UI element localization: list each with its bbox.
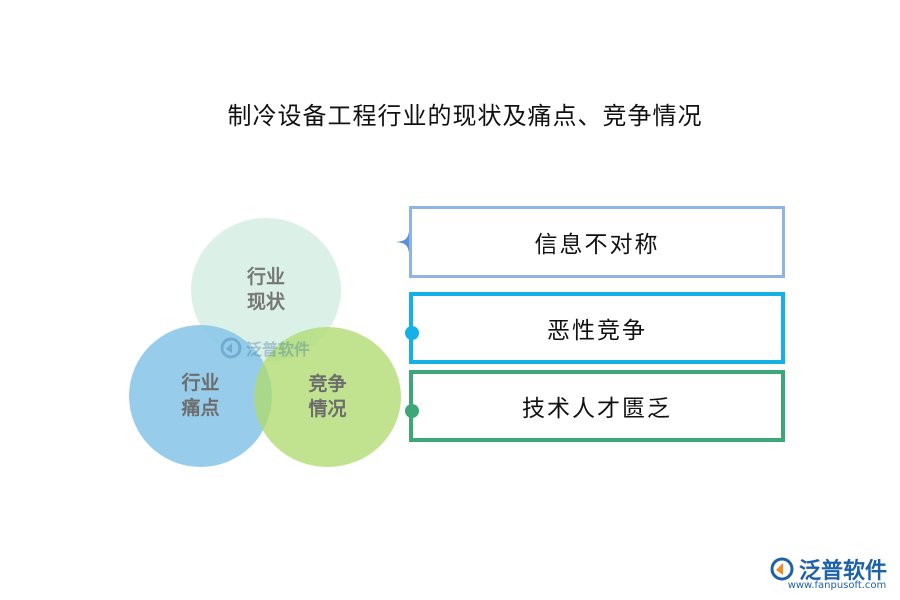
- brand-url: www.fanpusoft.com: [787, 580, 887, 591]
- circle-industry-status-label: 行业 现状: [246, 266, 285, 313]
- dot-marker-green: [405, 404, 419, 418]
- circle-industry-pain-points: 行业 痛点: [129, 325, 272, 467]
- box-vicious-competition: 恶性竞争: [409, 292, 785, 364]
- box-information-asymmetry-label: 信息不对称: [534, 232, 660, 258]
- watermark-logo-icon: [220, 337, 242, 359]
- circle-competition-label: 竞争 情况: [308, 373, 347, 420]
- page-title: 制冷设备工程行业的现状及痛点、竞争情况: [227, 102, 703, 130]
- box-talent-shortage: 技术人才匮乏: [409, 370, 785, 442]
- box-vicious-competition-label: 恶性竞争: [547, 318, 647, 344]
- brand-logo: 泛普软件: [769, 553, 887, 585]
- brand-logo-text: 泛普软件: [799, 559, 888, 584]
- watermark-text: 泛普软件: [246, 340, 311, 359]
- watermark: 泛普软件: [220, 336, 310, 360]
- dot-marker-blue: [405, 326, 419, 340]
- circle-competition: 竞争 情况: [254, 327, 401, 467]
- brand-logo-icon: [770, 557, 794, 581]
- box-information-asymmetry: 信息不对称: [409, 206, 785, 278]
- box-talent-shortage-label: 技术人才匮乏: [522, 396, 672, 422]
- circle-industry-pain-points-label: 行业 痛点: [181, 372, 220, 419]
